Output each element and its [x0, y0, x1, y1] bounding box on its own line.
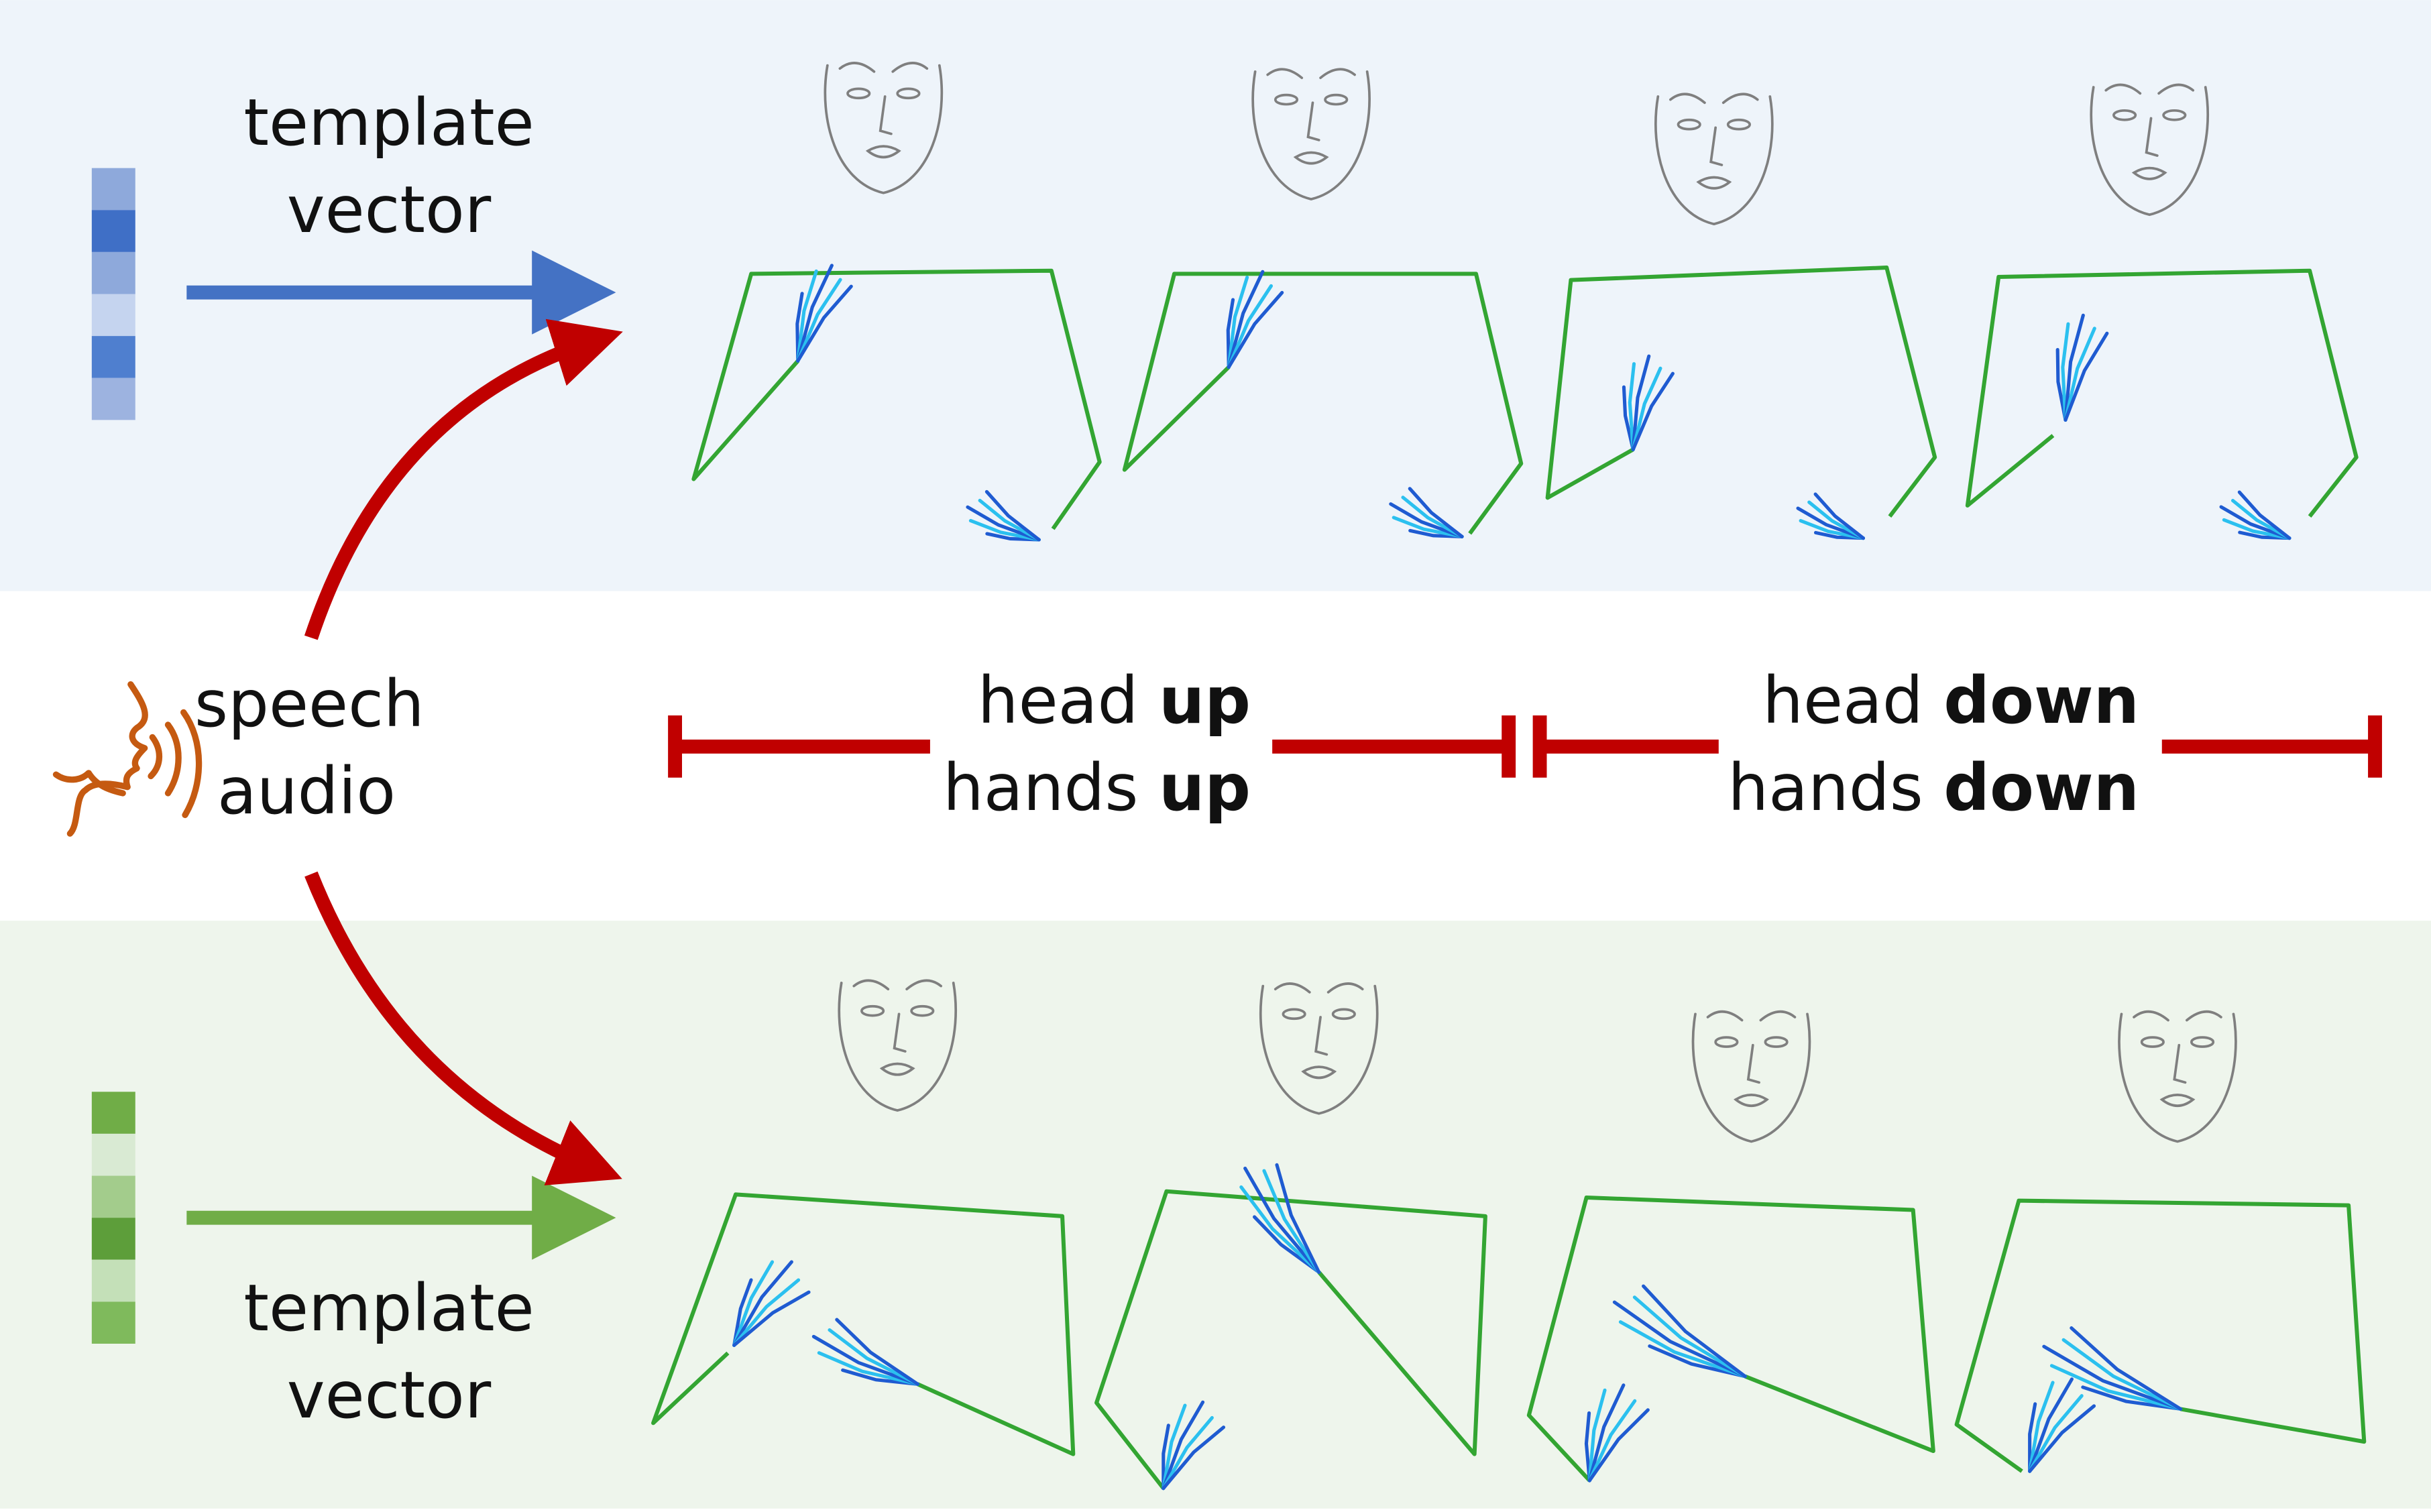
segment2-line1-bold: down	[1943, 663, 2139, 738]
hand-sketch	[1239, 1163, 1321, 1274]
hand-sketch	[2028, 1377, 2096, 1473]
template-vector-cell	[91, 294, 135, 337]
hand-sketch	[1612, 1284, 1747, 1379]
face-sketch	[1654, 93, 1774, 226]
template-vector-cell	[91, 168, 135, 211]
template-vector-cell	[91, 1175, 135, 1218]
segment-head-up-hands-up: head up hands up	[858, 657, 1251, 831]
hand-sketch	[2042, 1326, 2183, 1411]
pose-frame-4	[1954, 1010, 2367, 1473]
speech-to-top-arrow	[304, 318, 623, 640]
hand-sketch	[1389, 487, 1464, 538]
pose-frame-1	[691, 62, 1102, 542]
segment1-line1-bold: up	[1158, 663, 1251, 738]
speech-to-bottom-arrow	[304, 871, 622, 1185]
body-skeleton	[1094, 1189, 1487, 1490]
hand-sketch	[2219, 490, 2292, 540]
hand-sketch	[1584, 1383, 1650, 1482]
template-vector-cell	[91, 1301, 135, 1344]
template-vector-cell	[91, 336, 135, 378]
timeline-brackets	[668, 715, 2382, 778]
template-vector-cell	[91, 1133, 135, 1176]
face-sketch	[2090, 83, 2209, 217]
speech-label-line1: speech	[194, 666, 425, 742]
template-vector-cell	[91, 1259, 135, 1302]
pose-frame-2	[1122, 68, 1524, 538]
top-template-label-line2: vector	[286, 172, 492, 247]
hand-sketch	[732, 1260, 811, 1347]
hand-sketch	[1622, 354, 1675, 451]
segment2-line2-bold: down	[1943, 750, 2139, 825]
face-sketch	[1259, 982, 1379, 1115]
body-skeleton	[651, 1192, 1076, 1456]
face-sketch	[1251, 68, 1371, 200]
pose-frame-4	[1965, 83, 2359, 540]
body-skeleton	[1526, 1195, 1935, 1482]
template-vector-cell	[91, 377, 135, 420]
pose-frame-1	[651, 979, 1076, 1456]
hand-sketch	[795, 264, 853, 363]
speech-audio-label: speech audio	[194, 660, 425, 835]
face-sketch	[1691, 1010, 1811, 1143]
body-skeleton	[1122, 272, 1524, 535]
bottom-template-label-line2: vector	[286, 1358, 492, 1433]
hand-sketch	[1226, 270, 1284, 369]
segment1-line2-prefix: hands	[942, 750, 1159, 825]
face-sketch	[824, 62, 944, 194]
body-skeleton	[1954, 1198, 2367, 1473]
speaking-head-icon	[52, 681, 203, 837]
pose-frame-2	[1094, 982, 1487, 1491]
face-sketch	[2118, 1010, 2237, 1143]
top-template-label-line1: template	[243, 85, 534, 160]
template-vector-cell	[91, 1092, 135, 1134]
segment2-line2-prefix: hands	[1728, 750, 1944, 825]
hand-sketch	[1796, 492, 1866, 540]
pose-frame-3	[1526, 1010, 1935, 1482]
hand-sketch	[2055, 313, 2109, 422]
bottom-template-label-line1: template	[243, 1271, 534, 1346]
middle-panel-background	[0, 591, 2431, 921]
hand-sketch	[966, 489, 1041, 542]
segment-head-down-hands-down: head down hands down	[1690, 657, 2139, 831]
hand-sketch	[1162, 1400, 1226, 1491]
body-skeleton	[691, 268, 1102, 530]
face-sketch	[838, 979, 957, 1112]
template-vector-cell	[91, 210, 135, 252]
bottom-template-vector-swatches	[91, 1092, 135, 1344]
speech-label-line2: audio	[217, 754, 396, 829]
bottom-template-label: template vector	[241, 1265, 536, 1439]
hand-sketch	[811, 1318, 919, 1386]
segment2-line1-prefix: head	[1762, 663, 1944, 738]
template-vector-cell	[91, 251, 135, 294]
body-skeleton	[1545, 266, 1937, 518]
body-skeleton	[1965, 268, 2359, 518]
template-vector-cell	[91, 1218, 135, 1260]
top-template-vector-swatches	[91, 168, 135, 420]
segment1-line1-prefix: head	[977, 663, 1159, 738]
pose-frame-3	[1545, 93, 1937, 540]
segment1-line2-bold: up	[1158, 750, 1251, 825]
top-template-label: template vector	[241, 79, 536, 253]
